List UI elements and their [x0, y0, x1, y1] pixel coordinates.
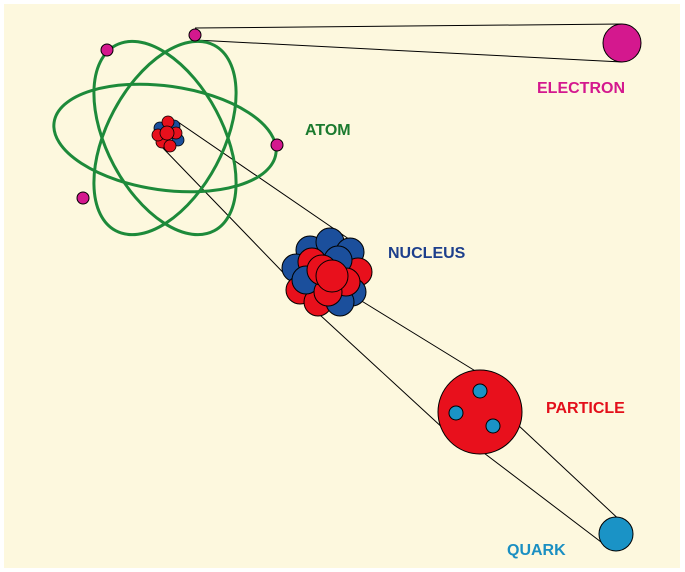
electron-icon: [602, 23, 642, 63]
quark-zoom-line-bottom: [479, 449, 606, 546]
electron-zoom-line-bottom: [194, 39, 623, 63]
orbit-electron-4: [76, 191, 90, 205]
orbit-ring-3: [52, 82, 278, 194]
particle-icon: [437, 369, 523, 455]
orbit-electron-3: [270, 138, 284, 152]
particle-zoom-line-bottom: [319, 314, 446, 431]
nucleus-label: NUCLEUS: [388, 245, 466, 262]
orbit-ring-1: [92, 39, 238, 237]
particle-label: PARTICLE: [546, 400, 625, 417]
nucleus-zoom-line-top: [177, 121, 363, 249]
electron-label: ELECTRON: [537, 80, 625, 97]
orbit-ring-2: [92, 39, 238, 237]
orbit-electron-2: [100, 43, 114, 57]
atom-center-nucleus: [151, 115, 185, 153]
quark-zoom-line-top: [517, 424, 626, 526]
quark-icon: [598, 516, 634, 552]
nucleus-zoom-line-bottom: [159, 144, 301, 291]
particle-quark-2: [448, 405, 464, 421]
orbit-electrons: [76, 28, 284, 205]
quark-label: QUARK: [507, 542, 566, 559]
particle-quark-3: [485, 418, 501, 434]
orbit-electron-1: [188, 28, 202, 42]
atom-orbits: [52, 39, 278, 237]
electron-zoom-line-top: [194, 23, 623, 29]
particle-zoom-line-top: [359, 299, 491, 381]
zoom-lines: [159, 23, 626, 546]
particle-quark-1: [472, 383, 488, 399]
atom-label: ATOM: [305, 122, 351, 139]
nucleus-icon: [281, 227, 373, 317]
